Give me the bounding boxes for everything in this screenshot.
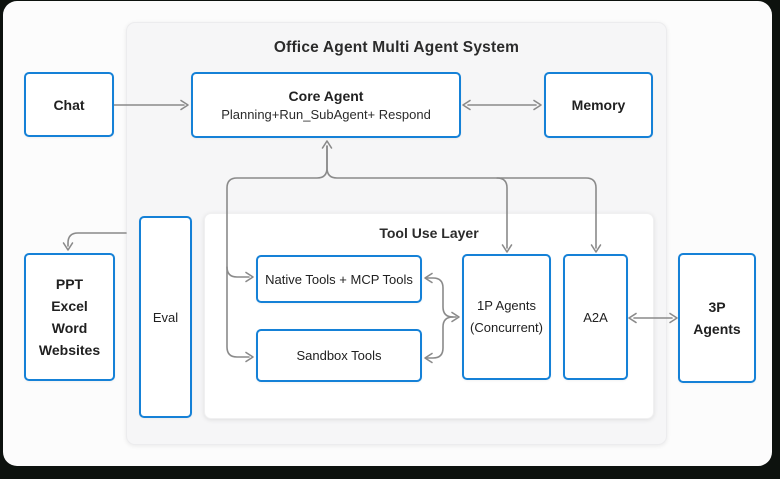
system-title: Office Agent Multi Agent System	[273, 39, 520, 56]
office-outputs-line-websites: Websites	[38, 342, 101, 358]
a2a-label: A2A	[583, 309, 608, 325]
a2a-node: A2A	[563, 254, 628, 380]
chat-label: Chat	[53, 96, 85, 113]
three-p-agents-node: 3P Agents	[678, 253, 756, 383]
one-p-agents-line1: 1P Agents	[476, 298, 537, 313]
memory-node: Memory	[544, 72, 653, 138]
office-outputs-line-excel: Excel	[51, 298, 88, 314]
native-tools-label: Native Tools + MCP Tools	[265, 271, 413, 287]
memory-label: Memory	[571, 97, 626, 113]
core-agent-node: Core Agent Planning+Run_SubAgent+ Respon…	[191, 72, 461, 138]
sandbox-tools-node: Sandbox Tools	[256, 329, 422, 382]
tool-use-layer-title: Tool Use Layer	[379, 225, 479, 241]
three-p-agents-line1: 3P	[708, 299, 726, 315]
three-p-agents-line2: Agents	[693, 321, 741, 337]
sandbox-tools-label: Sandbox Tools	[296, 348, 382, 363]
chat-node: Chat	[24, 72, 114, 137]
native-tools-node: Native Tools + MCP Tools	[256, 255, 422, 303]
core-agent-title: Core Agent	[288, 88, 364, 104]
eval-label: Eval	[152, 309, 179, 325]
core-agent-subtitle: Planning+Run_SubAgent+ Respond	[221, 107, 431, 122]
office-outputs-line-word: Word	[51, 320, 88, 336]
office-outputs-node: PPT Excel Word Websites	[24, 253, 115, 381]
eval-node: Eval	[139, 216, 192, 418]
one-p-agents-line2: (Concurrent)	[470, 320, 543, 335]
office-outputs-line-ppt: PPT	[55, 276, 84, 292]
one-p-agents-node: 1P Agents (Concurrent)	[462, 254, 551, 380]
